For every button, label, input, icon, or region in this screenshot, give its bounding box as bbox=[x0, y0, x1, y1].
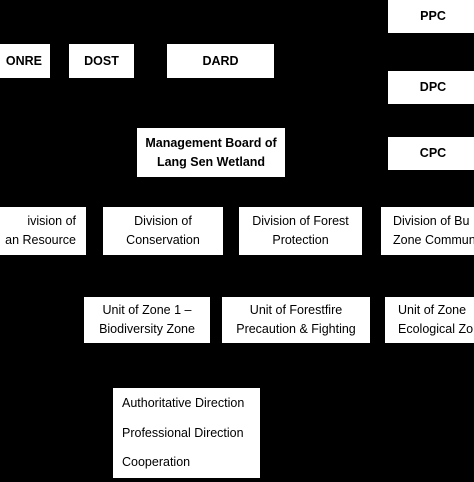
unit-line-1: Unit of Zone bbox=[398, 303, 467, 317]
ppc-box: PPC bbox=[388, 0, 474, 33]
management-board-box: Management Board of Lang Sen Wetland bbox=[137, 128, 285, 177]
ppc-label: PPC bbox=[420, 9, 446, 23]
division-line-2: Zone Commun bbox=[393, 233, 474, 247]
dard-box: DARD bbox=[167, 44, 274, 78]
legend-box: Authoritative Direction Professional Dir… bbox=[113, 388, 260, 478]
division-buffer-zone-box: Division of Bu Zone Commun bbox=[381, 207, 474, 255]
dpc-box: DPC bbox=[388, 71, 474, 104]
monre-label: ONRE bbox=[5, 53, 42, 68]
cpc-box: CPC bbox=[388, 137, 474, 170]
unit-line-2: Biodiversity Zone bbox=[99, 322, 195, 336]
monre-box: ONRE bbox=[0, 44, 50, 78]
division-conservation-box: Division of Conservation bbox=[103, 207, 223, 255]
division-line-1: Division of Forest bbox=[252, 214, 349, 228]
unit-forestfire-box: Unit of Forestfire Precaution & Fighting bbox=[222, 297, 370, 343]
unit-biodiversity-zone-box: Unit of Zone 1 – Biodiversity Zone bbox=[84, 297, 210, 343]
division-line-1: ivision of bbox=[27, 214, 76, 228]
dost-box: DOST bbox=[69, 44, 134, 78]
unit-line-1: Unit of Zone 1 – bbox=[102, 303, 192, 317]
unit-line-2: Ecological Zo bbox=[398, 322, 474, 336]
legend-authoritative-direction: Authoritative Direction bbox=[122, 396, 245, 410]
legend-professional-direction: Professional Direction bbox=[122, 425, 244, 440]
division-line-2: Conservation bbox=[126, 233, 200, 247]
division-line-2: Protection bbox=[272, 233, 329, 247]
division-line-1: Division of Bu bbox=[393, 214, 470, 228]
dost-label: DOST bbox=[84, 53, 119, 68]
board-line-2: Lang Sen Wetland bbox=[156, 154, 266, 169]
division-line-2: an Resource bbox=[5, 233, 76, 247]
dpc-label: DPC bbox=[419, 80, 447, 94]
division-human-resource-box: ivision of an Resource bbox=[0, 207, 86, 255]
dard-label: DARD bbox=[202, 53, 239, 68]
unit-line-1: Unit of Forestfire bbox=[249, 303, 343, 317]
board-line-1: Management Board of bbox=[145, 135, 277, 150]
legend-cooperation: Cooperation bbox=[122, 455, 191, 469]
unit-line-2: Precaution & Fighting bbox=[236, 322, 356, 336]
cpc-label: CPC bbox=[419, 146, 447, 160]
unit-ecological-zone-box: Unit of Zone Ecological Zo bbox=[385, 297, 474, 343]
division-line-1: Division of bbox=[134, 214, 192, 228]
division-forest-protection-box: Division of Forest Protection bbox=[239, 207, 362, 255]
